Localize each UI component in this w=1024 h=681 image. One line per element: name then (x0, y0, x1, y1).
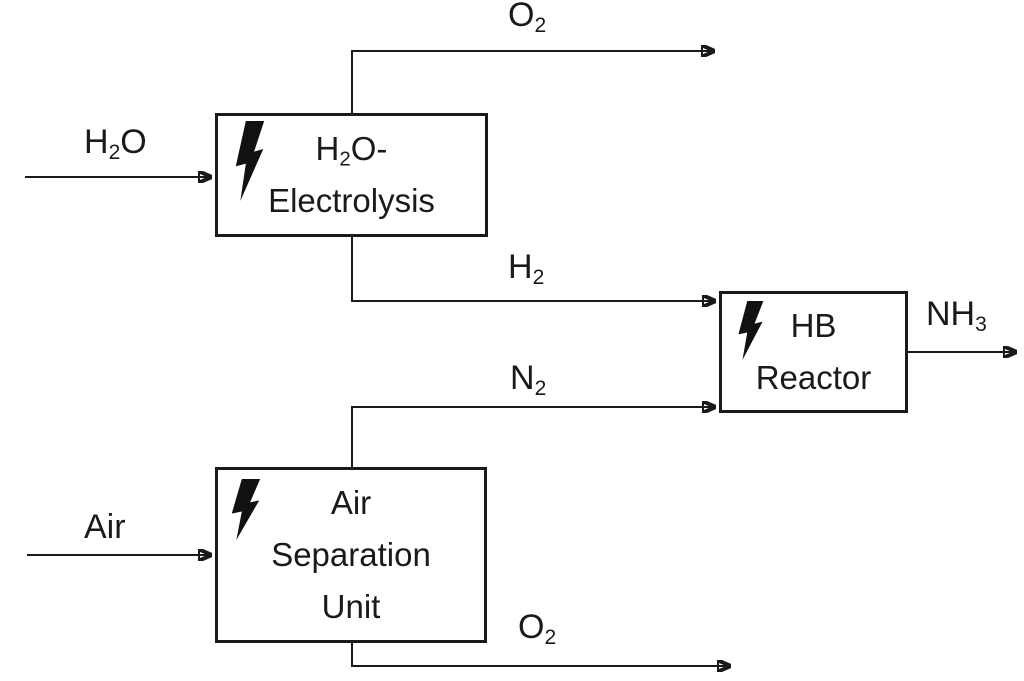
lightning-bolt-icon (233, 121, 266, 201)
electrolysis-label-line2: Electrolysis (268, 182, 435, 219)
stream-label-n2: N2 (510, 359, 547, 400)
asu-label-line3: Unit (321, 588, 381, 625)
electrolysis-unit-box: H2O- Electrolysis (215, 113, 488, 237)
stream-arrow-n2 (351, 407, 716, 467)
hb-label-line2: Reactor (755, 359, 872, 396)
stream-arrow-h2 (351, 237, 716, 301)
stream-arrow-o2-bottom (351, 643, 731, 666)
stream-label-o2-bottom: O2 (518, 608, 557, 649)
stream-label-air-in: Air (84, 508, 126, 546)
stream-label-o2-top: O2 (508, 0, 547, 37)
stream-label-nh3-out: NH3 (926, 295, 987, 336)
asu-label-line1: Air (330, 484, 372, 521)
stream-label-h2o-in: H2O (84, 123, 147, 164)
asu-label-line2: Separation (271, 536, 431, 573)
stream-arrow-o2-top (351, 51, 715, 113)
hb-reactor-box: HB Reactor (719, 291, 908, 413)
stream-label-h2: H2 (508, 248, 545, 289)
electrolysis-label-line1: H2O- (315, 130, 388, 171)
air-separation-unit-box: Air Separation Unit (215, 467, 487, 643)
lightning-bolt-icon (229, 479, 262, 540)
hb-label-line1: HB (790, 307, 837, 344)
lightning-bolt-icon (736, 301, 765, 360)
